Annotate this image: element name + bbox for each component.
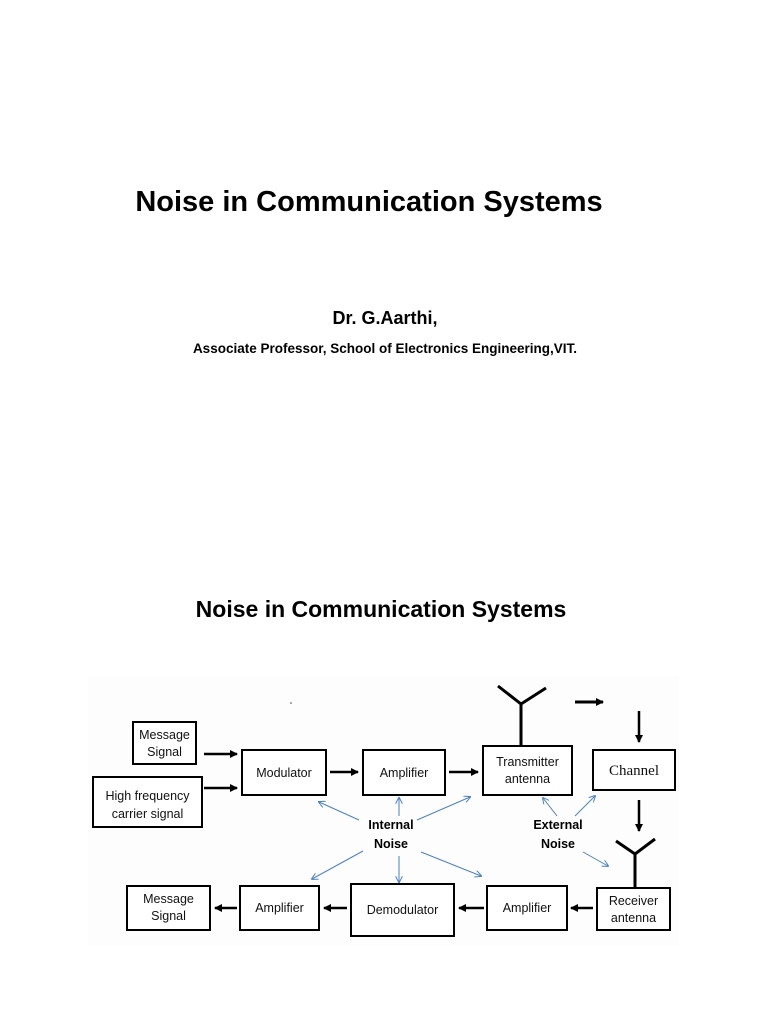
message-signal-output-line2: Signal (151, 909, 186, 923)
internal-noise-arrows (312, 797, 481, 882)
receiver-antenna-box: Receiver antenna (596, 887, 671, 931)
transmitter-antenna-line1: Transmitter (496, 755, 559, 769)
external-noise-line2: Noise (541, 837, 575, 851)
external-noise-arrows (543, 796, 608, 866)
carrier-signal-line1: High frequency (105, 789, 190, 803)
author-affiliation: Associate Professor, School of Electroni… (192, 341, 578, 356)
internal-noise-line1: Internal (368, 818, 413, 832)
message-signal-input-line1: Message (139, 728, 190, 742)
transmitter-antenna-line2: antenna (505, 772, 550, 786)
author-name: Dr. G.Aarthi, (332, 308, 438, 328)
transmitter-antenna-box: Transmitter antenna (482, 745, 573, 796)
demodulator-box: Demodulator (350, 883, 455, 937)
carrier-signal-line2: carrier signal (112, 807, 184, 821)
carrier-signal-box: High frequency carrier signal (92, 776, 203, 828)
slide-title-1: Noise in Communication Systems (135, 186, 603, 218)
slide-title-2: Noise in Communication Systems (195, 596, 567, 622)
modulator-label: Modulator (256, 766, 312, 780)
transmit-antenna-icon (497, 684, 547, 746)
receiver-antenna-line2: antenna (611, 911, 656, 925)
amplifier-tx-box: Amplifier (362, 749, 446, 796)
internal-noise-line2: Noise (374, 837, 408, 851)
receiver-antenna-line1: Receiver (609, 894, 658, 908)
amplifier-out-label: Amplifier (255, 901, 304, 915)
message-signal-input-line2: Signal (147, 745, 182, 759)
amplifier-rx-label: Amplifier (503, 901, 552, 915)
channel-box: Channel (592, 749, 676, 791)
demodulator-label: Demodulator (367, 903, 439, 917)
block-diagram: Message Signal High frequency carrier si… (87, 676, 679, 946)
modulator-box: Modulator (241, 749, 327, 796)
channel-label: Channel (609, 763, 659, 779)
message-signal-input-box: Message Signal (132, 721, 197, 765)
external-noise-line1: External (533, 818, 582, 832)
message-signal-output-line1: Message (143, 892, 194, 906)
receive-antenna-icon (615, 837, 656, 888)
amplifier-tx-label: Amplifier (380, 766, 429, 780)
message-signal-output-box: Message Signal (126, 885, 211, 931)
amplifier-out-box: Amplifier (239, 885, 320, 931)
amplifier-rx-box: Amplifier (486, 885, 568, 931)
